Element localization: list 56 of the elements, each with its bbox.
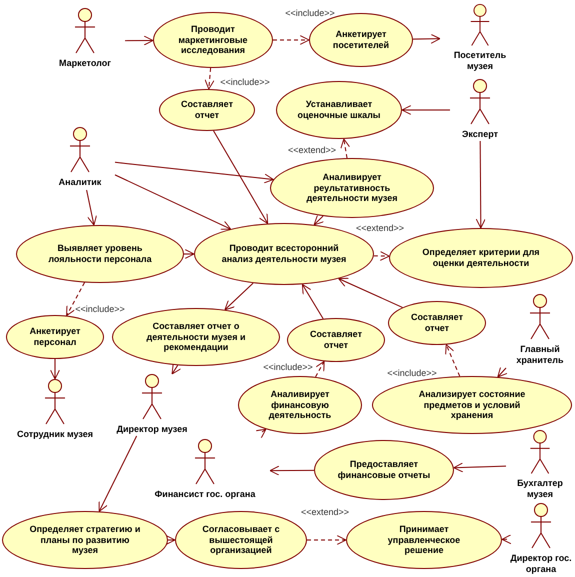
use-case-ellipse: Проводит маркетинговые исследования: [153, 12, 273, 68]
arrow: [338, 278, 403, 308]
arrow: [302, 284, 324, 320]
arrow: [476, 140, 486, 228]
actor-name: Эксперт: [462, 129, 498, 140]
use-case-ellipse: Составляет отчет: [287, 318, 385, 362]
arrow: [98, 436, 138, 512]
dashed-arrow: [66, 282, 86, 316]
arrow: [50, 358, 60, 380]
edge-label: <<include>>: [219, 78, 271, 88]
actor-name: Директор гос. органа: [509, 553, 573, 575]
arrow: [501, 534, 512, 544]
arrow: [114, 162, 274, 184]
arrow: [402, 105, 450, 115]
actor-name: Главный хранитель: [515, 344, 565, 366]
edge-label: <<include>>: [386, 369, 438, 379]
edge-label: <<include>>: [262, 363, 314, 373]
use-case-ellipse: Анализирует состояние предметов и условий хранения: [372, 376, 572, 434]
arrow: [86, 190, 97, 226]
arrow: [166, 535, 176, 545]
edge-label: <<extend>>: [286, 146, 338, 156]
arrow: [314, 214, 324, 226]
dashed-arrow: [445, 344, 460, 377]
dashed-arrow: [204, 67, 214, 90]
arrow: [124, 36, 154, 46]
arrow: [412, 34, 440, 44]
actor-name: Посетитель музея: [452, 50, 508, 72]
use-case-ellipse: Предоставляет финансовые отчеты: [314, 440, 454, 500]
actor-name: Директор музея: [116, 424, 188, 435]
actor-name: Сотрудник музея: [16, 429, 94, 440]
arrow: [213, 130, 268, 224]
arrow: [270, 466, 314, 476]
arrow: [172, 364, 182, 374]
use-case-ellipse: Составляет отчет: [388, 301, 486, 345]
use-case-ellipse: Аналивирует реультативность деятельности музея: [270, 158, 434, 218]
use-case-ellipse: Составляет отчет: [159, 89, 255, 131]
arrow: [224, 282, 254, 310]
arrow: [256, 428, 266, 439]
use-case-ellipse: Выявляет уровень лояльности персонала: [16, 225, 184, 283]
actor-name: Бухгалтер музея: [516, 478, 564, 500]
use-case-ellipse: Определяет стратегию и планы по развитию музея: [2, 511, 168, 569]
dashed-arrow: [306, 535, 346, 545]
arrow: [184, 249, 194, 259]
arrow: [114, 174, 232, 230]
actor-name: Маркетолог: [59, 58, 111, 69]
use-case-ellipse: Устанавливает оценочные шкалы: [276, 81, 402, 139]
arrow: [453, 462, 506, 472]
dashed-arrow: [272, 35, 310, 45]
dashed-arrow: [315, 360, 325, 378]
actor-name: Финансист гос. органа: [154, 489, 256, 500]
use-case-ellipse: Аналивирует финансовую деятельность: [238, 376, 362, 434]
arrow: [497, 366, 508, 378]
dashed-arrow: [373, 251, 390, 261]
dashed-arrow: [340, 138, 350, 159]
use-case-ellipse: Анкетирует персонал: [6, 315, 104, 359]
actor-name: Аналитик: [58, 177, 102, 188]
